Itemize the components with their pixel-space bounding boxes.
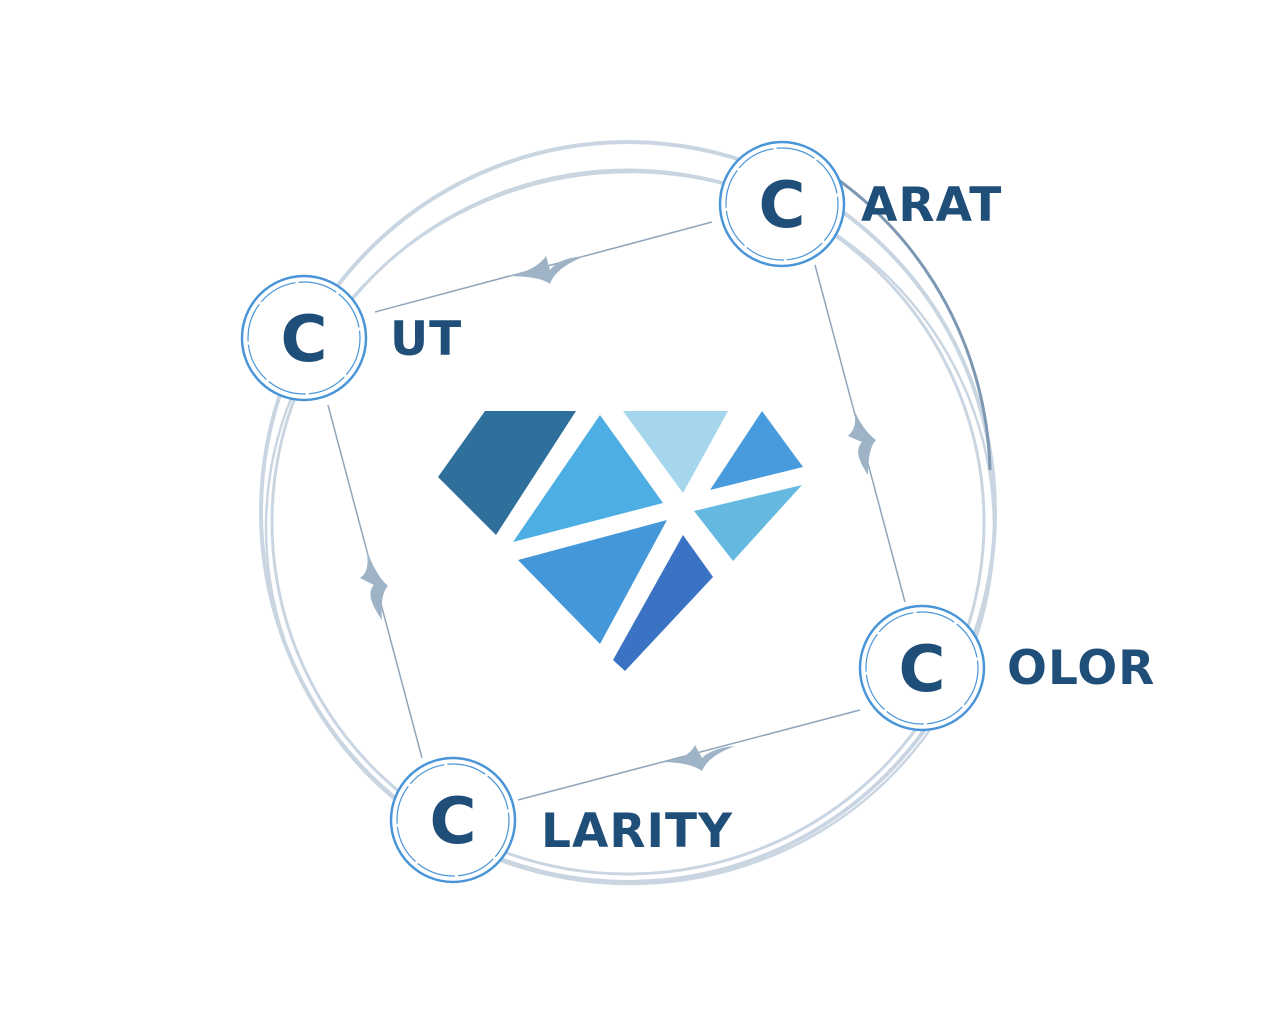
node-ring-inner <box>725 147 839 261</box>
diamond-logo <box>438 411 803 671</box>
diamond-facet <box>518 520 667 644</box>
diamond-facet <box>623 411 728 493</box>
node-color: C OLOR <box>858 604 1155 732</box>
node-letter: C <box>281 303 328 377</box>
connectors <box>327 221 906 801</box>
orbit-ring-outer <box>259 140 997 884</box>
node-word: LARITY <box>541 804 733 859</box>
node-ring-outer <box>718 140 846 268</box>
node-ring-outer <box>240 274 368 402</box>
cusp-ornament-top <box>505 256 585 284</box>
node-clarity: C LARITY <box>389 756 733 884</box>
node-ring-inner <box>396 763 510 877</box>
node-carat: C ARAT <box>718 140 1002 268</box>
diamond-facet <box>710 411 803 490</box>
node-letter: C <box>899 633 946 707</box>
node-word: ARAT <box>861 178 1002 233</box>
node-ring-outer <box>389 756 517 884</box>
orbit-ring-middle <box>270 168 986 876</box>
diamond-facet <box>438 411 576 535</box>
node-ring-inner <box>865 611 979 725</box>
node-word: UT <box>390 312 462 367</box>
node-letter: C <box>759 169 806 243</box>
node-ring-outer <box>858 604 986 732</box>
cusp-ornament-right <box>848 405 876 475</box>
diamond-facet <box>513 415 663 542</box>
orbit-ring-inner <box>264 170 996 886</box>
node-letter: C <box>430 785 477 859</box>
orbit-rings <box>259 140 997 886</box>
cusp-ornament-bottom <box>660 745 735 771</box>
diamond-facet <box>613 535 713 671</box>
cusp-ornament-left <box>360 545 388 620</box>
node-word: OLOR <box>1007 641 1155 696</box>
node-cut: C UT <box>240 274 462 402</box>
diamond-facet <box>694 485 802 561</box>
node-ring-inner <box>247 281 361 395</box>
